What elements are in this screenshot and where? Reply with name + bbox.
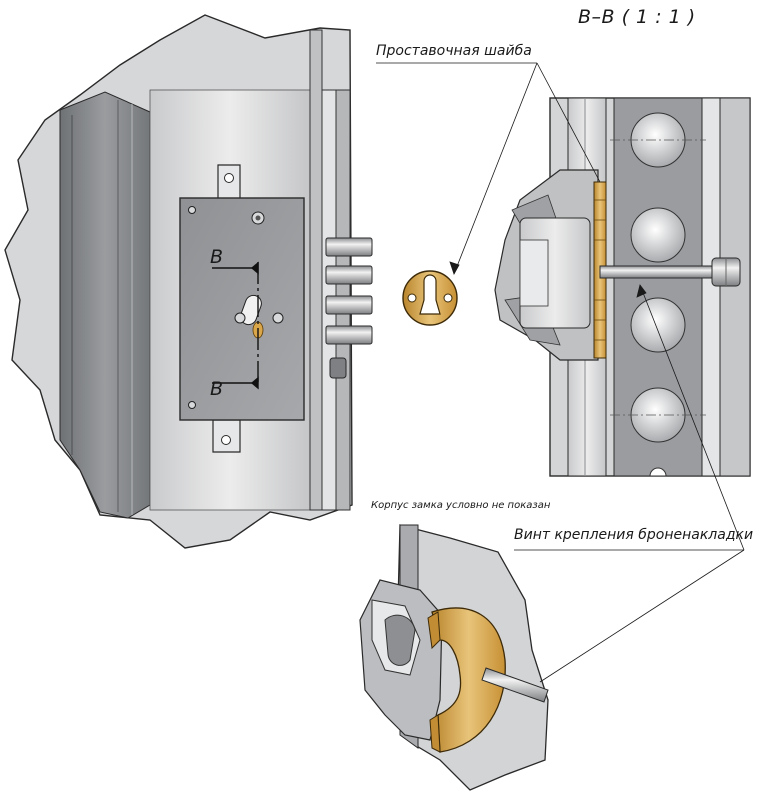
latch — [329, 357, 347, 379]
section-mark-top: B — [210, 246, 224, 268]
section-view — [494, 97, 751, 477]
lock-mount-tab-top — [217, 164, 241, 201]
core-hole — [630, 207, 686, 263]
bolt — [325, 325, 373, 345]
core-hole — [630, 387, 686, 443]
bolt — [325, 265, 373, 285]
spacer-washer-view — [402, 270, 458, 326]
door-edge — [309, 29, 323, 511]
lock-screw-top-left — [188, 206, 196, 214]
washer-label: Проставочная шайба — [376, 43, 532, 59]
cutaway-screw — [481, 667, 549, 703]
core-hole — [630, 297, 686, 353]
lock-mount-tab-bottom — [212, 419, 241, 453]
lock-bolts — [325, 237, 373, 379]
bolt — [325, 295, 373, 315]
cylinder-keyhole — [234, 294, 284, 339]
door-front-view — [4, 14, 373, 549]
core-hole — [630, 112, 686, 168]
section-title: B–B ( 1 : 1 ) — [578, 6, 696, 28]
bolt — [325, 237, 373, 257]
lock-screw-bottom-left — [188, 401, 196, 409]
lock-body-note: Корпус замка условно не показан — [371, 500, 551, 511]
door-frame-band — [59, 91, 151, 519]
cutaway-3d-view — [359, 524, 549, 791]
section-mark-bottom: B — [210, 378, 224, 400]
lock-case — [179, 197, 305, 421]
cutaway-brass-washer — [431, 607, 506, 753]
section-line — [212, 261, 259, 390]
leader-lines — [376, 62, 745, 683]
armor-fixing-screw — [599, 257, 741, 287]
armor-screw-label: Винт крепления броненакладки — [514, 527, 754, 543]
